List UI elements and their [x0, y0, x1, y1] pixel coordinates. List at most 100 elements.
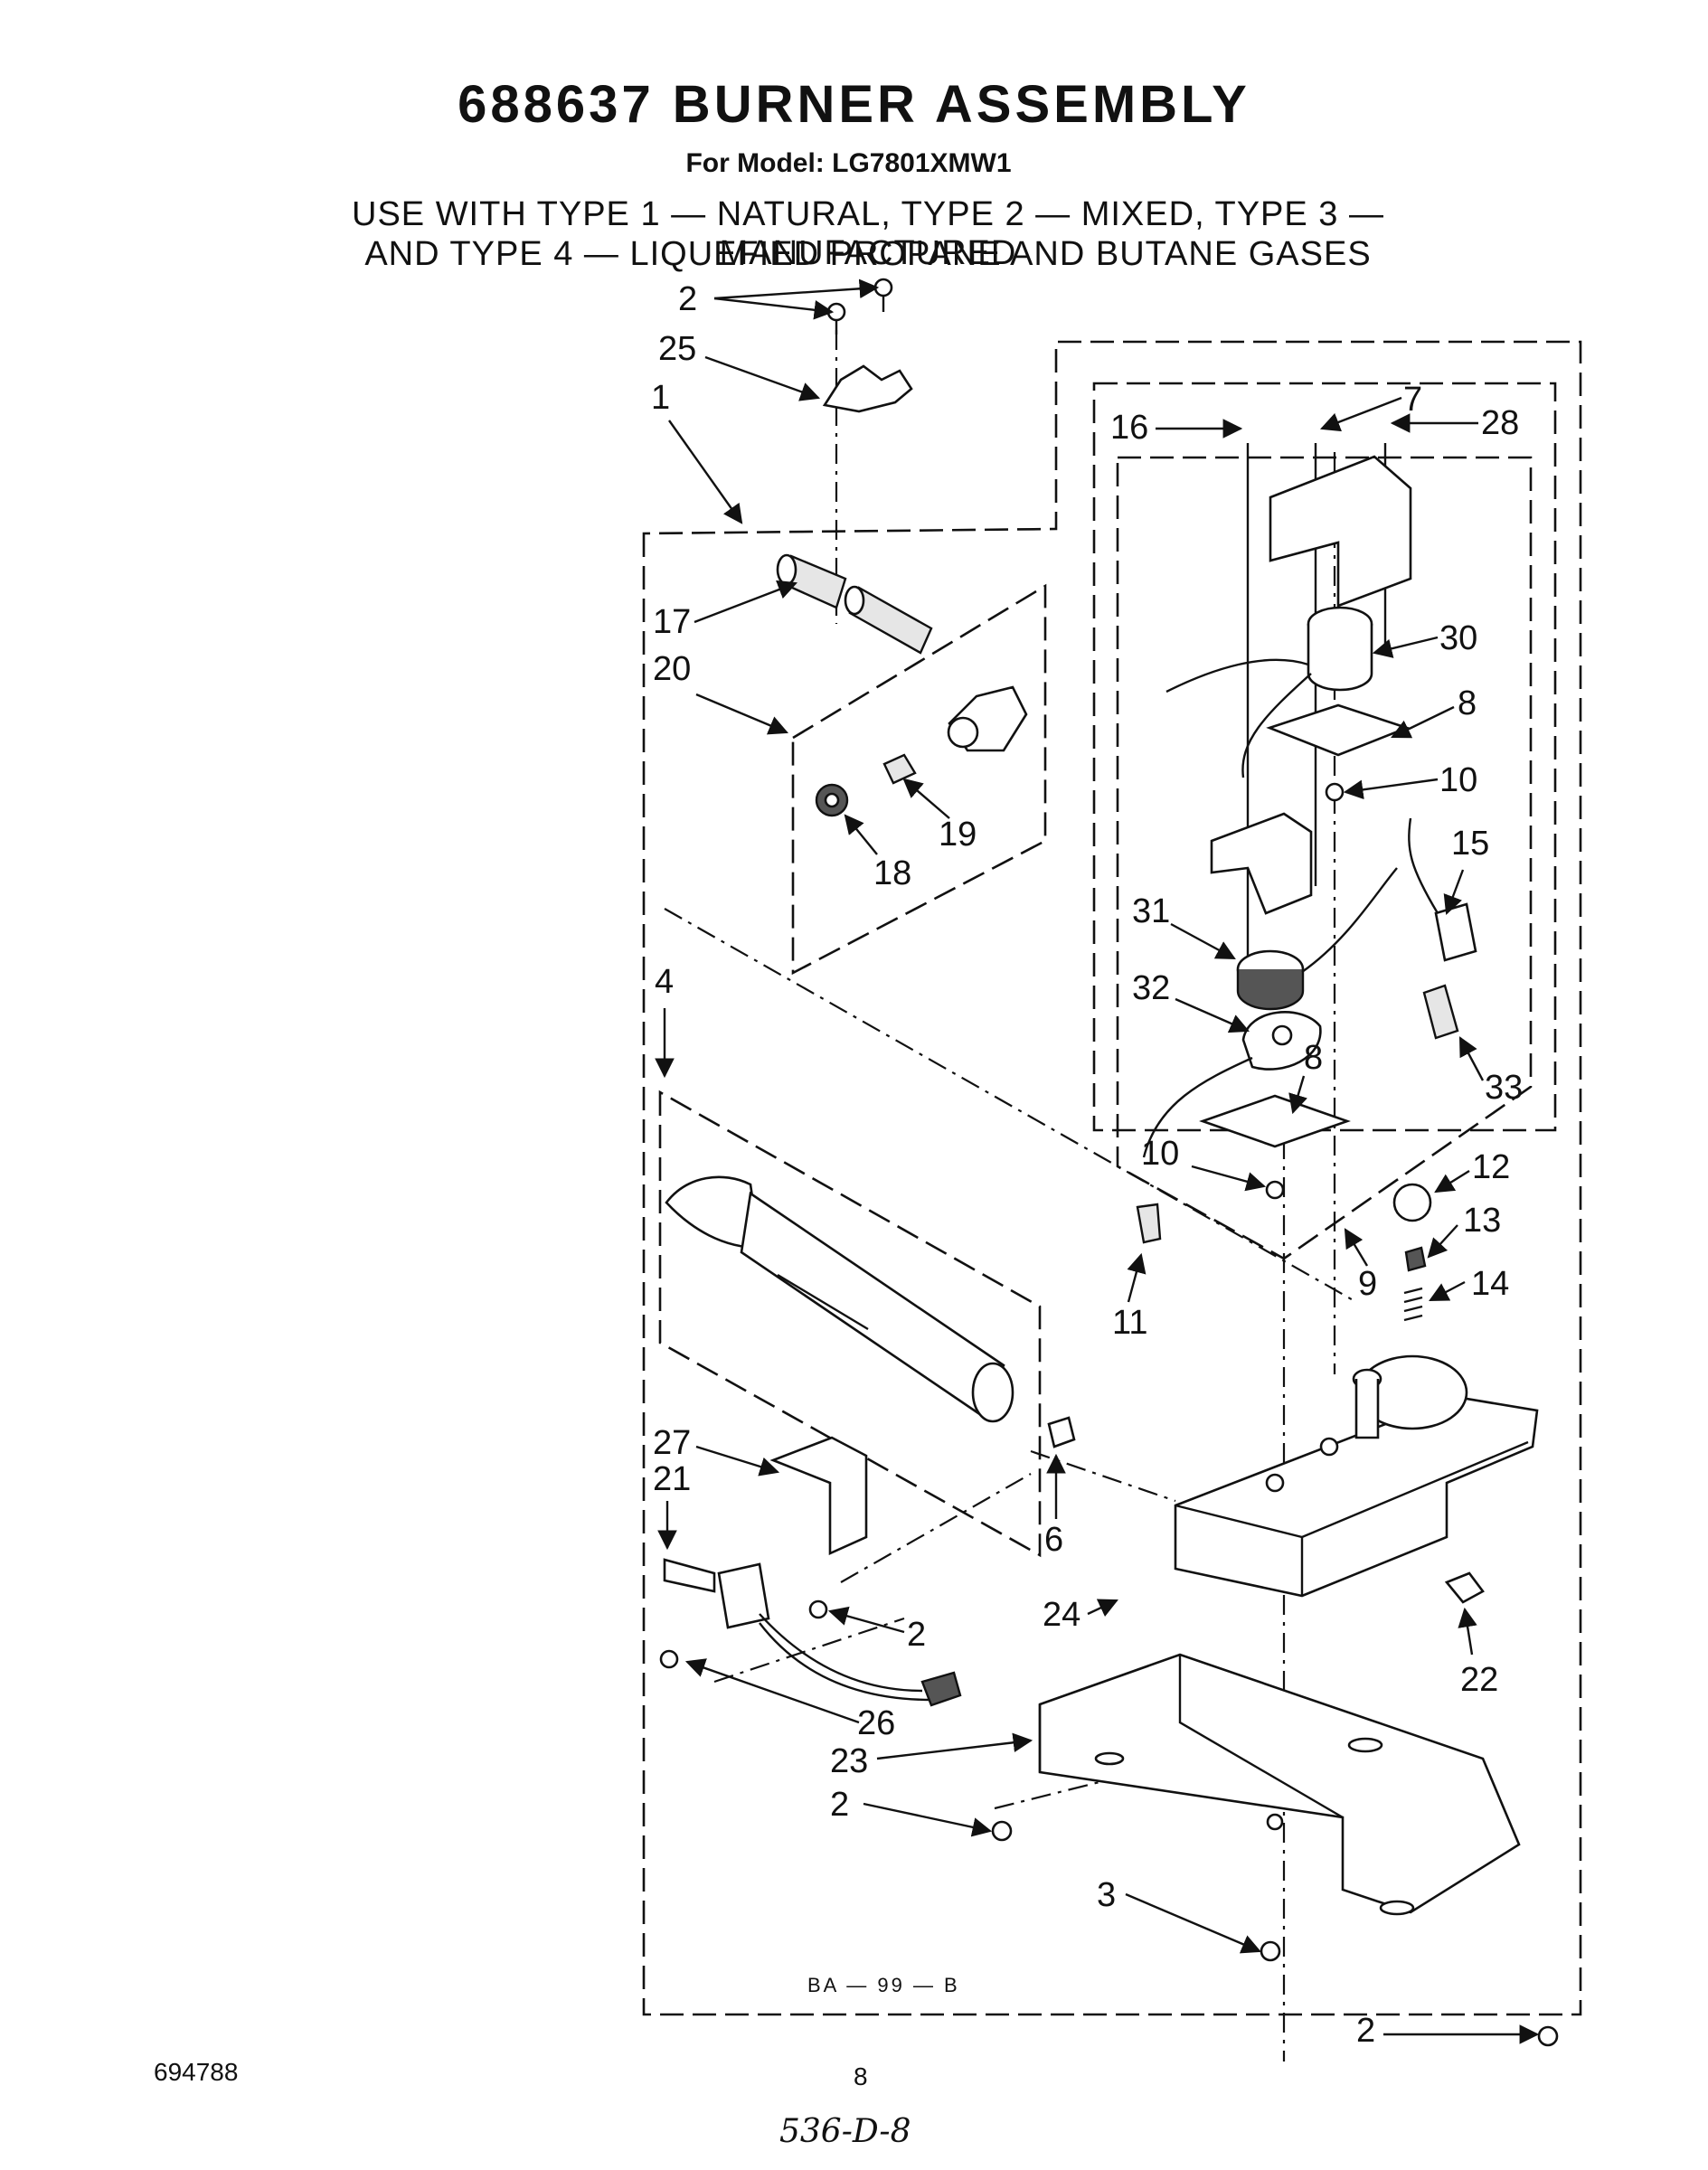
wire-nut-11-icon: [1136, 1203, 1162, 1244]
usage-line-1: USE WITH TYPE 1 — NATURAL, TYPE 2 — MIXE…: [352, 195, 1384, 272]
callout-label: 10: [1141, 1135, 1179, 1173]
callout-c2a: 2: [678, 278, 880, 320]
igniter-icon: [663, 1436, 962, 1707]
coil-32-icon: [1142, 1011, 1322, 1158]
leader-arrow: [1087, 1599, 1118, 1618]
nut-icon: [815, 753, 917, 817]
callout-c2c: 2: [830, 1786, 993, 1837]
callout-c31: 31: [1132, 892, 1236, 960]
handwritten-note: 536-D-8: [779, 2113, 911, 2150]
connector-15-icon: [1408, 817, 1477, 962]
callout-label: 27: [653, 1424, 691, 1462]
clamp-icon: [822, 364, 913, 413]
mounting-bracket-icon: [1038, 1653, 1521, 1916]
leader-arrow: [668, 420, 743, 524]
callout-label: 32: [1132, 969, 1170, 1007]
callout-c19: 19: [902, 778, 977, 854]
outline-assembly-1: [642, 340, 1582, 2016]
callout-label: 16: [1110, 409, 1148, 447]
document-number: 694788: [154, 2058, 239, 2086]
callout-label: 13: [1463, 1202, 1501, 1240]
outline-burner-4: [658, 1090, 1042, 1558]
callout-c8a: 8: [1391, 684, 1477, 739]
callout-c18: 18: [844, 814, 911, 892]
leader-arrow: [695, 693, 788, 735]
callout-c12: 12: [1434, 1148, 1510, 1194]
screw-2c-icon: [991, 1820, 1559, 2047]
leader-arrow: [1372, 636, 1439, 658]
callout-label: 25: [658, 330, 696, 368]
callout-label: 23: [830, 1742, 868, 1780]
leader-arrow: [1191, 1165, 1267, 1192]
callout-c22: 22: [1458, 1607, 1498, 1699]
callout-c17: 17: [653, 580, 798, 641]
leader-arrow: [1343, 778, 1439, 800]
callout-c10b: 10: [1141, 1135, 1267, 1192]
callout-label: 14: [1471, 1265, 1509, 1303]
callout-label: 11: [1112, 1304, 1147, 1342]
centerline-d: [713, 1617, 905, 1684]
callout-label: 28: [1481, 404, 1519, 442]
callout-label: 24: [1043, 1596, 1080, 1634]
outline-valve-24: [1092, 382, 1557, 1132]
ring-10-icon: [1325, 782, 1345, 802]
outline-valve-9: [1116, 456, 1533, 1260]
callout-label: 7: [1403, 381, 1422, 419]
callout-c8b: 8: [1288, 1039, 1323, 1115]
callout-c10a: 10: [1343, 761, 1477, 800]
burner-tube-icon: [665, 1175, 1076, 1448]
leader-arrow: [876, 1732, 1033, 1760]
callout-c2d: 2: [1356, 2012, 1540, 2050]
callout-c14: 14: [1429, 1265, 1509, 1303]
callout-label: 21: [653, 1460, 691, 1498]
callout-label: 22: [1460, 1661, 1498, 1699]
leader-arrow: [694, 580, 798, 624]
shutoff-valve-icon: [947, 685, 1028, 752]
callout-c23: 23: [830, 1732, 1033, 1780]
gas-valve-icon: [1174, 1354, 1539, 1598]
leader-arrow: [1427, 1224, 1458, 1259]
leader-arrow: [704, 355, 821, 401]
leader-arrow: [1288, 1075, 1307, 1115]
callout-c15: 15: [1443, 825, 1489, 916]
leader-arrow: [1458, 1607, 1477, 1656]
callout-c4: 4: [655, 963, 675, 1079]
callout-c13: 13: [1427, 1202, 1501, 1259]
callout-label: 6: [1044, 1521, 1063, 1559]
callout-label: 2: [678, 280, 697, 318]
leader-arrow: [1434, 1169, 1470, 1194]
fitting-22-icon: [1444, 1571, 1485, 1604]
leader-arrow: [713, 297, 835, 320]
callout-label: 9: [1358, 1265, 1377, 1303]
leader-arrow: [1391, 705, 1455, 739]
tube-fitting-icon: [776, 553, 933, 655]
callout-label: 2: [1356, 2012, 1375, 2050]
leader-arrow: [1319, 396, 1402, 432]
callout-label: 15: [1451, 825, 1489, 863]
callout-label: 12: [1472, 1148, 1510, 1186]
callout-label: 2: [830, 1786, 849, 1824]
leader-arrow: [1125, 1892, 1261, 1954]
leader-arrow: [1344, 1228, 1369, 1267]
callout-c20: 20: [653, 650, 788, 735]
callout-c11: 11: [1112, 1252, 1147, 1342]
coil-30-icon: [1165, 606, 1373, 778]
page-number: 8: [854, 2062, 868, 2090]
callout-c26: 26: [684, 1658, 895, 1742]
leader-arrow: [1127, 1252, 1147, 1303]
callout-label: 8: [1458, 684, 1477, 722]
callout-c6: 6: [1044, 1453, 1066, 1559]
leader-arrow: [902, 778, 950, 819]
leader-arrow: [1429, 1280, 1466, 1302]
callout-label: 17: [653, 603, 691, 641]
leader-arrow: [844, 814, 878, 855]
callout-label: 4: [655, 963, 674, 1001]
callout-c28: 28: [1390, 404, 1519, 442]
gasket-8b-icon: [1199, 1094, 1351, 1148]
ring-10b-icon: [1265, 1180, 1285, 1200]
centerline-b: [1030, 1449, 1176, 1503]
callout-c2b: 2: [827, 1606, 926, 1654]
leader-arrow: [684, 1658, 860, 1724]
